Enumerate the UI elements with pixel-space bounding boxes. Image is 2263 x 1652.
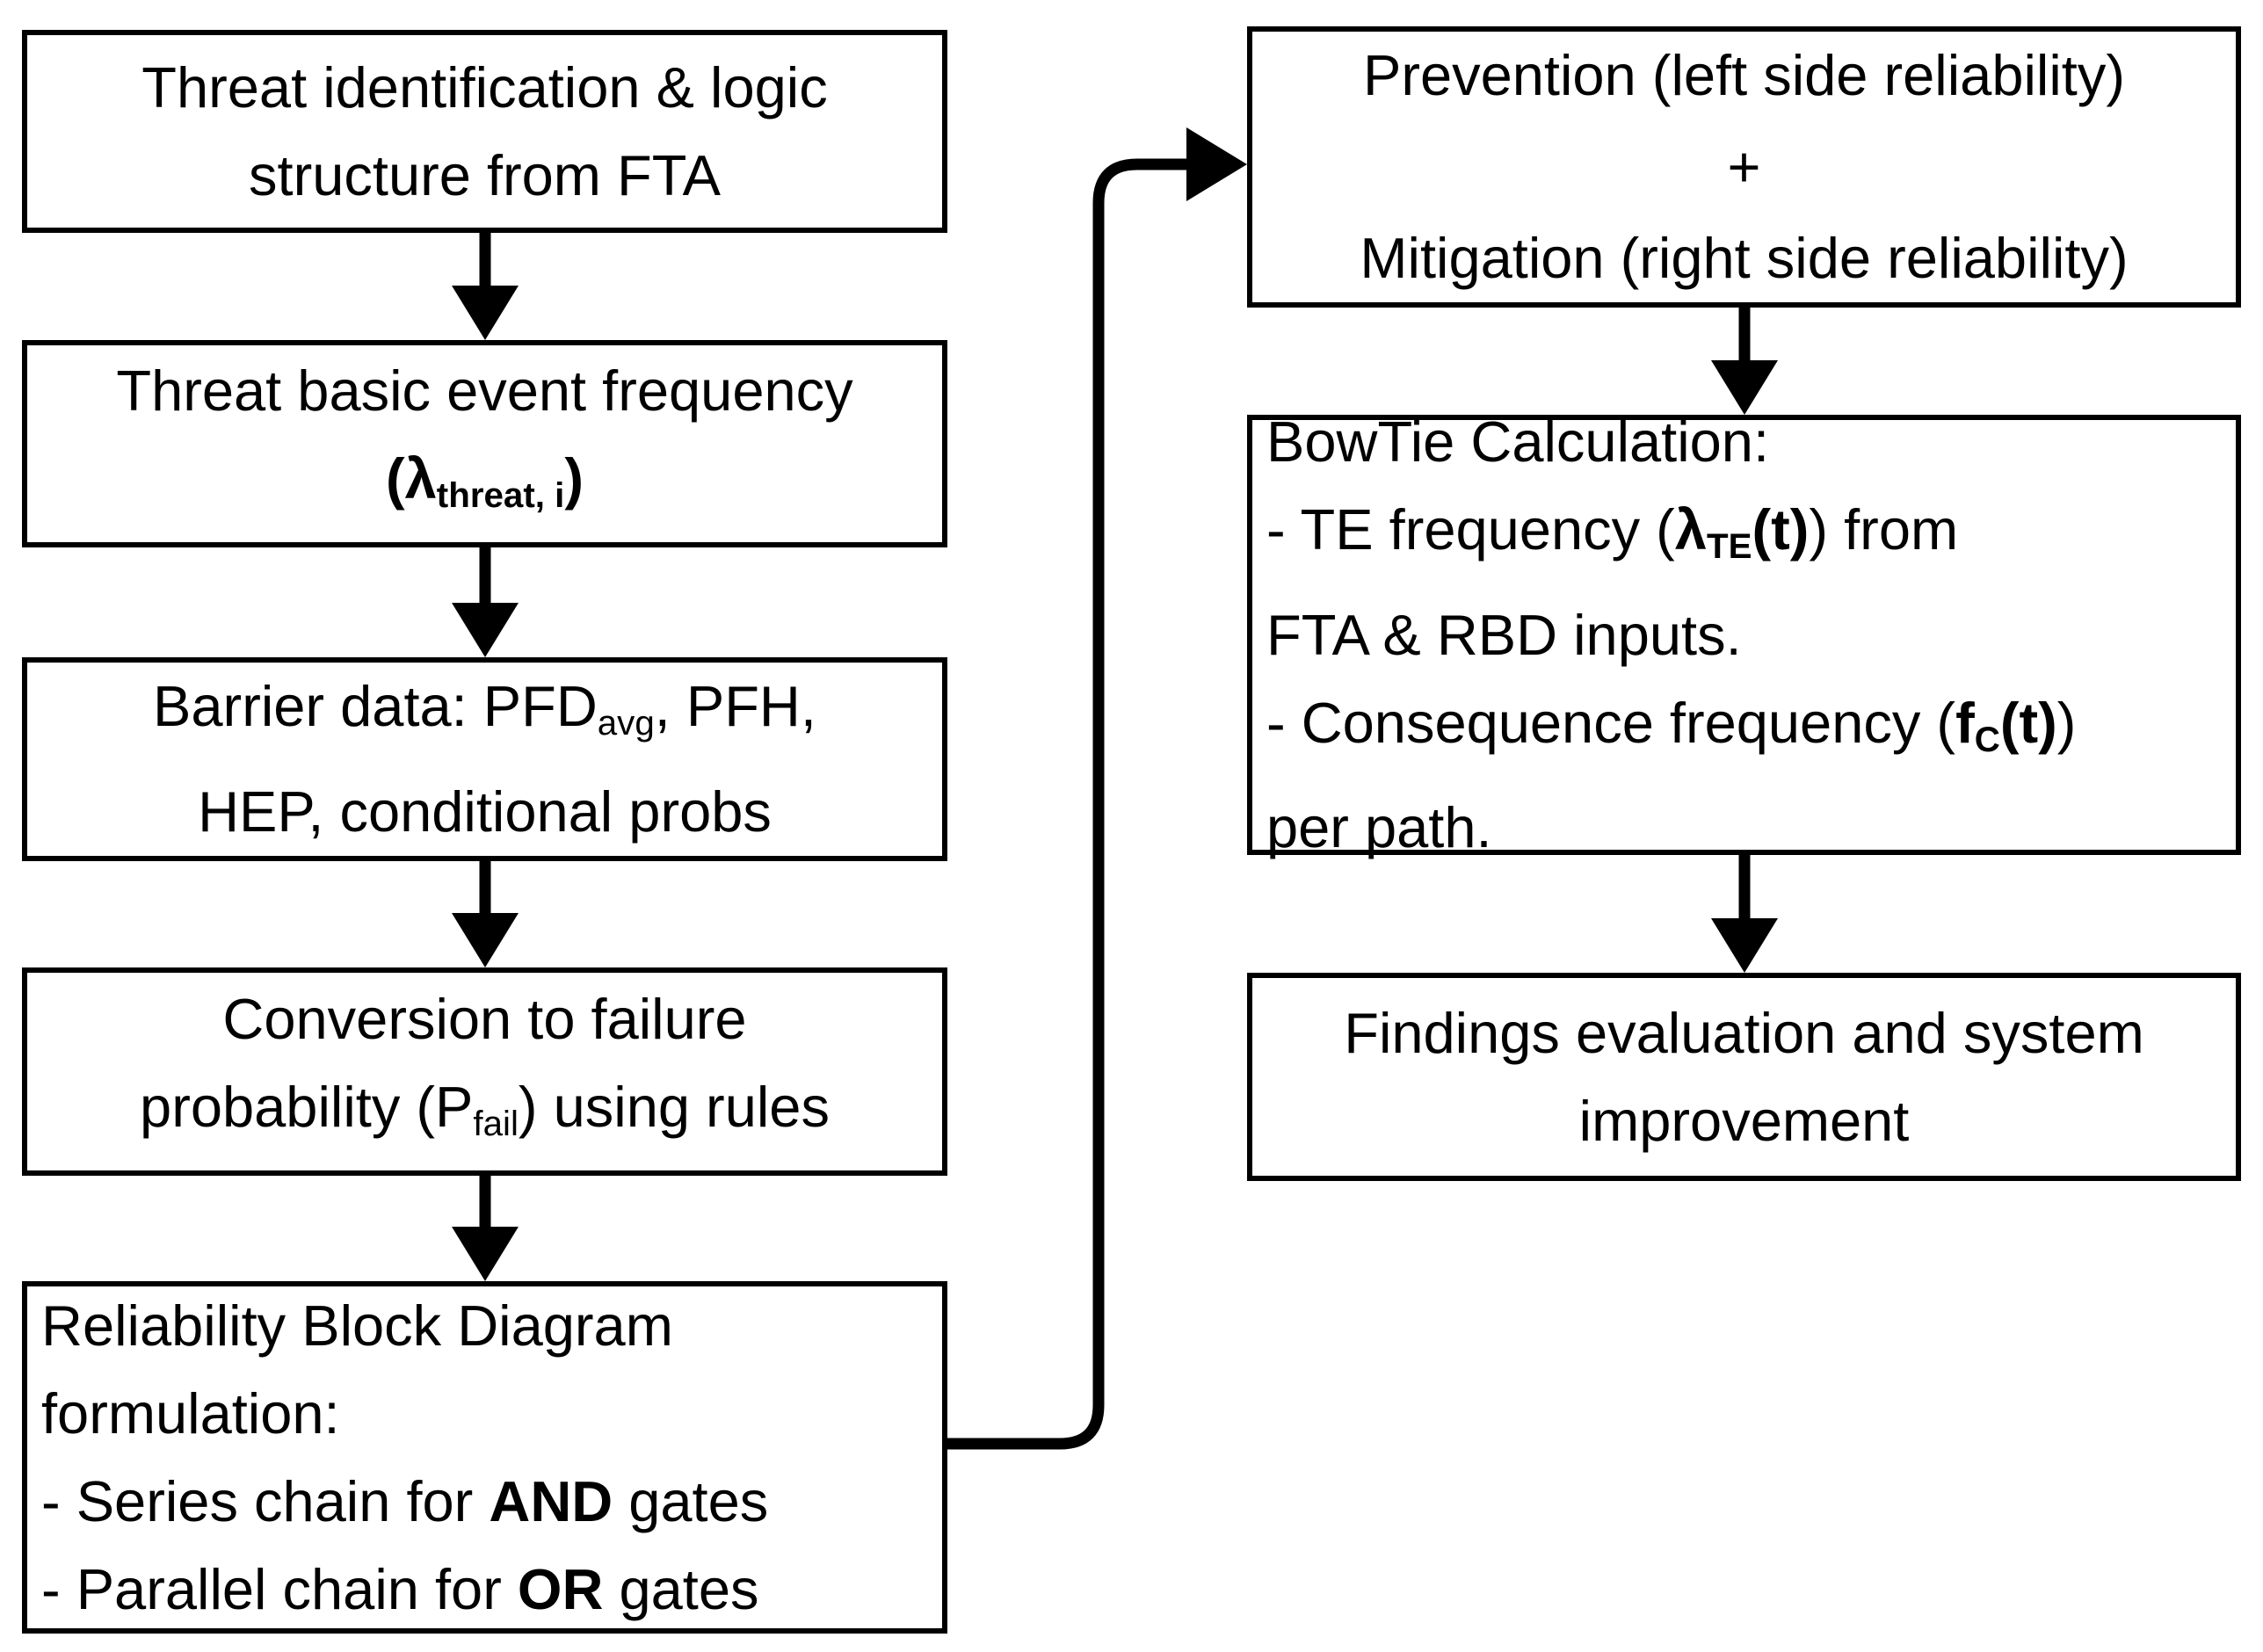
flow-box-text-line: formulation: <box>41 1380 340 1446</box>
flow-box-threat-basic-event-frequency: Threat basic event frequency (λthreat, i) <box>22 340 947 547</box>
arrow-barrier-data-to-conversion <box>452 859 519 967</box>
flow-box-text-line: - Series chain for AND gates <box>41 1468 769 1533</box>
arrow-conversion-to-rbd <box>452 1173 519 1281</box>
flow-box-text-line: Mitigation (right side reliability) <box>1360 226 2129 290</box>
flow-box-text-line: BowTie Calculation: <box>1266 409 1770 475</box>
arrow-frequency-to-barrier-data <box>452 545 519 657</box>
flow-box-barrier-data: Barrier data: PFDavg, PFH, HEP, condition… <box>22 657 947 861</box>
flow-box-text-line: Prevention (left side reliability) <box>1362 43 2126 107</box>
flow-box-text-line: structure from FTA <box>249 142 721 207</box>
flow-box-text-line: Conversion to failure <box>222 986 747 1051</box>
elbow-connector-rbd-to-prevention <box>947 127 1247 1450</box>
flow-box-text-line: Barrier data: PFDavg, PFH, <box>153 674 816 743</box>
flow-box-bowtie-calculation: BowTie Calculation: - TE frequency (λTE(t… <box>1247 409 2241 859</box>
flow-box-text-line: HEP, conditional probs <box>198 779 772 844</box>
flow-box-text-line: + <box>1727 134 1761 199</box>
flow-box-text-line: Findings evaluation and system <box>1344 1000 2144 1065</box>
arrow-threat-identification-to-frequency <box>452 230 519 340</box>
flow-box-rbd-formulation: Reliability Block Diagram formulation: - S… <box>22 1281 947 1634</box>
flow-box-text-line: - TE frequency (λTE(t)) from <box>1266 497 1959 567</box>
flow-box-conversion-to-failure-probability: Conversion to failure probability (Pfail)… <box>22 967 947 1176</box>
flow-box-findings-evaluation: Findings evaluation and system improvemen… <box>1247 973 2241 1181</box>
flow-box-text-line: probability (Pfail) using rules <box>140 1074 830 1144</box>
flow-box-text-line: - Parallel chain for OR gates <box>41 1556 759 1621</box>
flow-box-text-line: Threat basic event frequency <box>116 359 853 424</box>
flow-box-text-line: per path. <box>1266 794 1492 859</box>
flow-box-text-line: improvement <box>1578 1088 1910 1153</box>
flow-box-text-line: - Consequence frequency (fC(t)) <box>1266 690 2077 759</box>
flow-box-text-line: Reliability Block Diagram <box>41 1293 673 1358</box>
flow-box-prevention-mitigation: Prevention (left side reliability) + Mitig… <box>1247 26 2241 308</box>
flow-box-text-line: FTA & RBD inputs. <box>1266 602 1742 667</box>
flow-box-threat-identification: Threat identification & logic structure f… <box>22 30 947 233</box>
flow-box-text-line: (λthreat, i) <box>385 446 584 516</box>
flow-box-text-line: Threat identification & logic <box>141 54 828 120</box>
